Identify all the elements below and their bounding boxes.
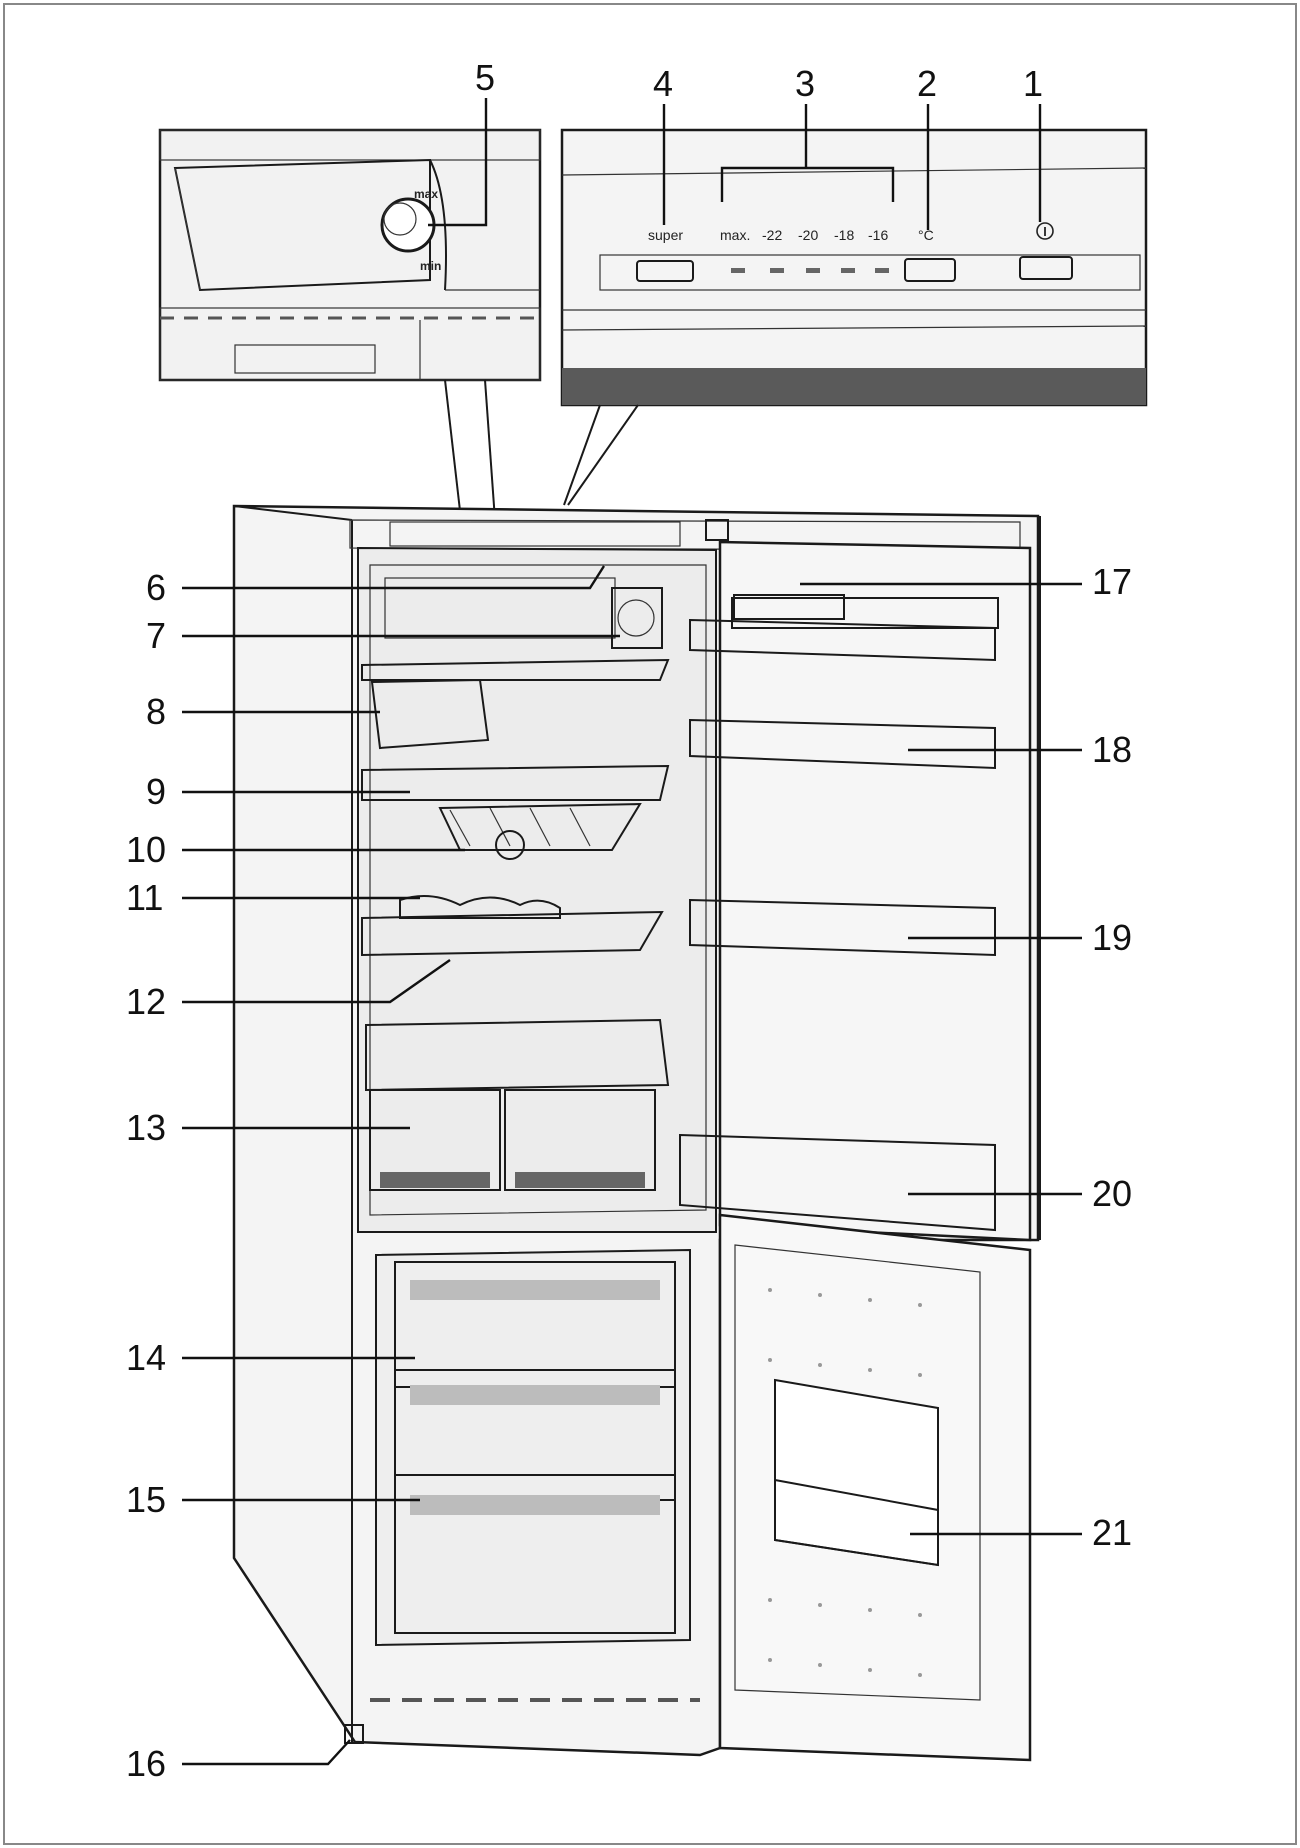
- adjustable-foot: [344, 1724, 364, 1744]
- callout-7: 7: [146, 615, 166, 656]
- knob-inset: max min: [158, 128, 542, 382]
- callout-11: 11: [126, 877, 163, 918]
- callout-13: 13: [126, 1107, 166, 1148]
- callout-19: 19: [1092, 917, 1132, 958]
- info-icon: [1036, 222, 1054, 240]
- callout-10: 10: [126, 829, 166, 870]
- panel-scale-max: max.: [720, 227, 750, 243]
- callout-21: 21: [1092, 1512, 1132, 1553]
- callout-18: 18: [1092, 729, 1132, 770]
- freezer-door: [718, 1213, 1032, 1762]
- panel-scale-16: -16: [868, 227, 888, 243]
- callout-1: 1: [1023, 63, 1043, 104]
- callout-16: 16: [126, 1743, 166, 1784]
- knob-min-label: min: [420, 259, 441, 273]
- fridge-door: [679, 516, 1041, 1242]
- callout-5: 5: [475, 57, 495, 98]
- callout-14: 14: [126, 1337, 166, 1378]
- callout-3: 3: [795, 63, 815, 104]
- on-off-button: [1019, 256, 1073, 280]
- callout-9: 9: [146, 771, 166, 812]
- leader-lines: [182, 98, 1082, 1766]
- knob-max-label: max: [414, 187, 438, 201]
- callout-12: 12: [126, 981, 166, 1022]
- super-button: [636, 260, 694, 282]
- callout-2: 2: [917, 63, 937, 104]
- panel-scale-22: -22: [762, 227, 782, 243]
- control-panel-inset: super max. -22 -20 -18 -16 °C: [560, 128, 1148, 407]
- panel-unit-label: °C: [918, 227, 934, 243]
- fridge-fan: [611, 587, 663, 649]
- panel-super-label: super: [648, 227, 683, 243]
- callout-6: 6: [146, 567, 166, 608]
- callout-20: 20: [1092, 1173, 1132, 1214]
- temperature-leds: [731, 268, 889, 273]
- callout-8: 8: [146, 691, 166, 732]
- panel-scale-20: -20: [798, 227, 818, 243]
- callout-17: 17: [1092, 561, 1132, 602]
- panel-scale-18: -18: [834, 227, 854, 243]
- callout-15: 15: [126, 1479, 166, 1520]
- freezer-door-tray: [774, 1378, 939, 1567]
- temperature-button: [904, 258, 956, 282]
- callout-4: 4: [653, 63, 673, 104]
